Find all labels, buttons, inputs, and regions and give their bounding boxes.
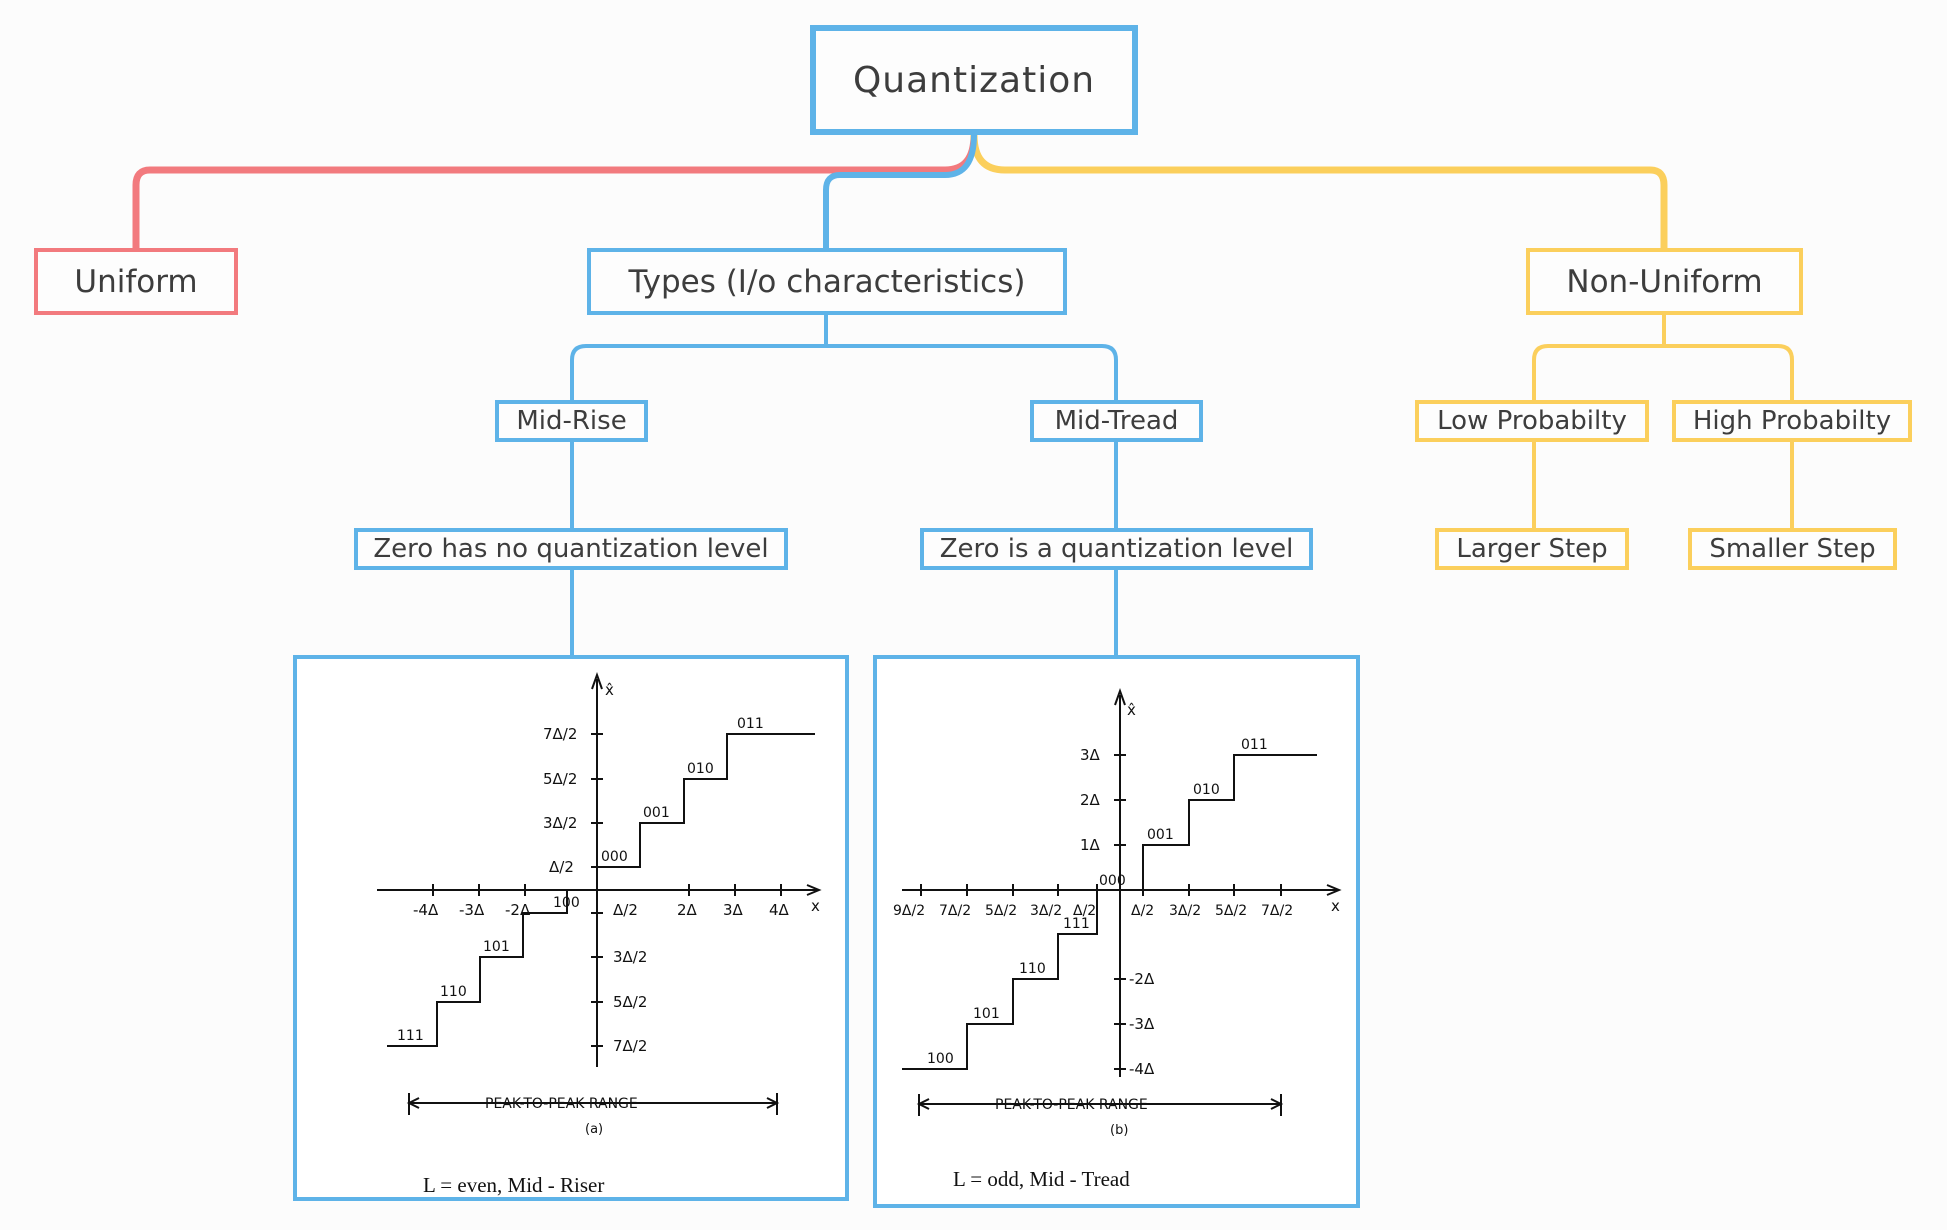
- code-label: 011: [737, 716, 764, 732]
- larger-step-label: Larger Step: [1456, 534, 1608, 564]
- low-probability-label: Low Probabilty: [1437, 406, 1627, 436]
- y-tick-label: 3Δ/2: [543, 814, 577, 832]
- x-tick-label: Δ/2: [1073, 903, 1096, 919]
- y-tick-label: Δ/2: [613, 901, 638, 919]
- y-axis-name: x̂: [605, 681, 614, 699]
- y-tick-label: 5Δ/2: [613, 993, 647, 1011]
- code-label: 100: [553, 895, 580, 911]
- range-label: PEAK-TO-PEAK RANGE: [485, 1096, 638, 1112]
- y-tick-label: -2Δ: [1129, 970, 1155, 988]
- sub-label: (a): [585, 1122, 603, 1137]
- y-axis-arrow: [591, 672, 603, 690]
- mid-tread-caption: L = odd, Mid - Tread: [953, 1167, 1130, 1191]
- x-tick-label: 3Δ/2: [1169, 903, 1201, 919]
- x-tick-label: 2Δ: [677, 901, 698, 919]
- code-label: 110: [440, 984, 467, 1000]
- mid-tread-note-label: Zero is a quantization level: [939, 534, 1294, 564]
- non-uniform-label: Non-Uniform: [1566, 263, 1763, 300]
- x-tick-label: Δ/2: [1131, 903, 1154, 919]
- root-node[interactable]: Quantization: [810, 25, 1138, 135]
- range-label: PEAK-TO-PEAK RANGE: [995, 1097, 1148, 1113]
- types-node[interactable]: Types (I/o characteristics): [587, 248, 1067, 315]
- x-axis-arrow: [806, 884, 822, 896]
- connector-nonuniform-children: [1532, 312, 1794, 402]
- uniform-label: Uniform: [74, 263, 198, 300]
- mid-rise-label: Mid-Rise: [516, 406, 627, 436]
- code-label: 100: [927, 1051, 954, 1067]
- uniform-node[interactable]: Uniform: [34, 248, 238, 315]
- code-label: 111: [1063, 916, 1090, 932]
- mid-rise-note-label: Zero has no quantization level: [373, 534, 769, 564]
- mid-tread-note-node[interactable]: Zero is a quantization level: [920, 528, 1313, 570]
- y-tick-label: 7Δ/2: [613, 1037, 647, 1055]
- mid-tread-staircase: [902, 754, 1317, 1070]
- x-tick-label: 3Δ: [723, 901, 744, 919]
- non-uniform-node[interactable]: Non-Uniform: [1526, 248, 1803, 315]
- code-label: 011: [1241, 737, 1268, 753]
- smaller-step-label: Smaller Step: [1709, 534, 1876, 564]
- connector-root-uniform: [132, 131, 978, 252]
- smaller-step-node[interactable]: Smaller Step: [1688, 528, 1897, 570]
- code-label: 000: [601, 849, 628, 865]
- code-label: 101: [483, 939, 510, 955]
- connector-types-children: [570, 312, 1118, 402]
- x-tick-label: 4Δ: [769, 901, 790, 919]
- x-tick-label: -2Δ: [505, 901, 531, 919]
- x-tick-label: 7Δ/2: [939, 903, 971, 919]
- code-label: 101: [973, 1006, 1000, 1022]
- types-label: Types (I/o characteristics): [628, 263, 1026, 300]
- mid-tread-node[interactable]: Mid-Tread: [1030, 400, 1203, 442]
- code-label: 010: [1193, 782, 1220, 798]
- x-tick-label: 9Δ/2: [893, 903, 925, 919]
- mid-rise-staircase: [387, 733, 815, 1047]
- mid-tread-label: Mid-Tread: [1054, 406, 1179, 436]
- mid-rise-note-node[interactable]: Zero has no quantization level: [354, 528, 788, 570]
- code-label: 000: [1099, 873, 1126, 889]
- mid-rise-characteristic-graph: x̂ x -4Δ -3Δ -2Δ 2Δ 3Δ 4Δ 7Δ/2 5Δ/2 3Δ/2…: [377, 672, 822, 1137]
- high-probability-node[interactable]: High Probabilty: [1672, 400, 1912, 442]
- x-tick-label: 7Δ/2: [1261, 903, 1293, 919]
- x-axis-name: x: [811, 897, 820, 915]
- x-tick-label: 3Δ/2: [1030, 903, 1062, 919]
- x-tick-label: -4Δ: [413, 901, 439, 919]
- mid-rise-node[interactable]: Mid-Rise: [495, 400, 648, 442]
- code-label: 110: [1019, 961, 1046, 977]
- code-label: 111: [397, 1028, 424, 1044]
- y-tick-label: 1Δ: [1080, 836, 1101, 854]
- code-label: 010: [687, 761, 714, 777]
- mid-tread-characteristic-graph: x̂ x 9Δ/2 7Δ/2 5Δ/2 3Δ/2 Δ/2 Δ/2 3Δ/2 5Δ…: [893, 688, 1342, 1138]
- y-tick-label: 2Δ: [1080, 791, 1101, 809]
- y-tick-label: -4Δ: [1129, 1060, 1155, 1078]
- sub-label: (b): [1110, 1123, 1128, 1138]
- x-axis-arrow: [1326, 884, 1342, 896]
- y-tick-label: 3Δ/2: [613, 948, 647, 966]
- mid-rise-figure-panel[interactable]: x̂ x -4Δ -3Δ -2Δ 2Δ 3Δ 4Δ 7Δ/2 5Δ/2 3Δ/2…: [293, 655, 849, 1201]
- code-label: 001: [643, 805, 670, 821]
- high-probability-label: High Probabilty: [1692, 406, 1892, 436]
- mid-rise-caption: L = even, Mid - Riser: [423, 1173, 605, 1197]
- y-tick-label: 3Δ: [1080, 746, 1101, 764]
- code-label: 001: [1147, 827, 1174, 843]
- x-tick-label: -3Δ: [459, 901, 485, 919]
- x-tick-label: 5Δ/2: [985, 903, 1017, 919]
- y-axis-arrow: [1114, 688, 1126, 706]
- root-label: Quantization: [852, 59, 1096, 101]
- x-axis-name: x: [1331, 897, 1340, 915]
- larger-step-node[interactable]: Larger Step: [1435, 528, 1629, 570]
- mid-tread-figure-panel[interactable]: x̂ x 9Δ/2 7Δ/2 5Δ/2 3Δ/2 Δ/2 Δ/2 3Δ/2 5Δ…: [873, 655, 1360, 1208]
- connector-root-types: [823, 132, 977, 251]
- low-probability-node[interactable]: Low Probabilty: [1415, 400, 1649, 442]
- y-tick-label: -3Δ: [1129, 1015, 1155, 1033]
- y-tick-label: 7Δ/2: [543, 725, 577, 743]
- x-tick-label: 5Δ/2: [1215, 903, 1247, 919]
- y-axis-name: x̂: [1127, 701, 1136, 719]
- y-tick-label: 5Δ/2: [543, 770, 577, 788]
- y-tick-label: Δ/2: [549, 858, 574, 876]
- connector-root-nonuniform: [970, 131, 1668, 252]
